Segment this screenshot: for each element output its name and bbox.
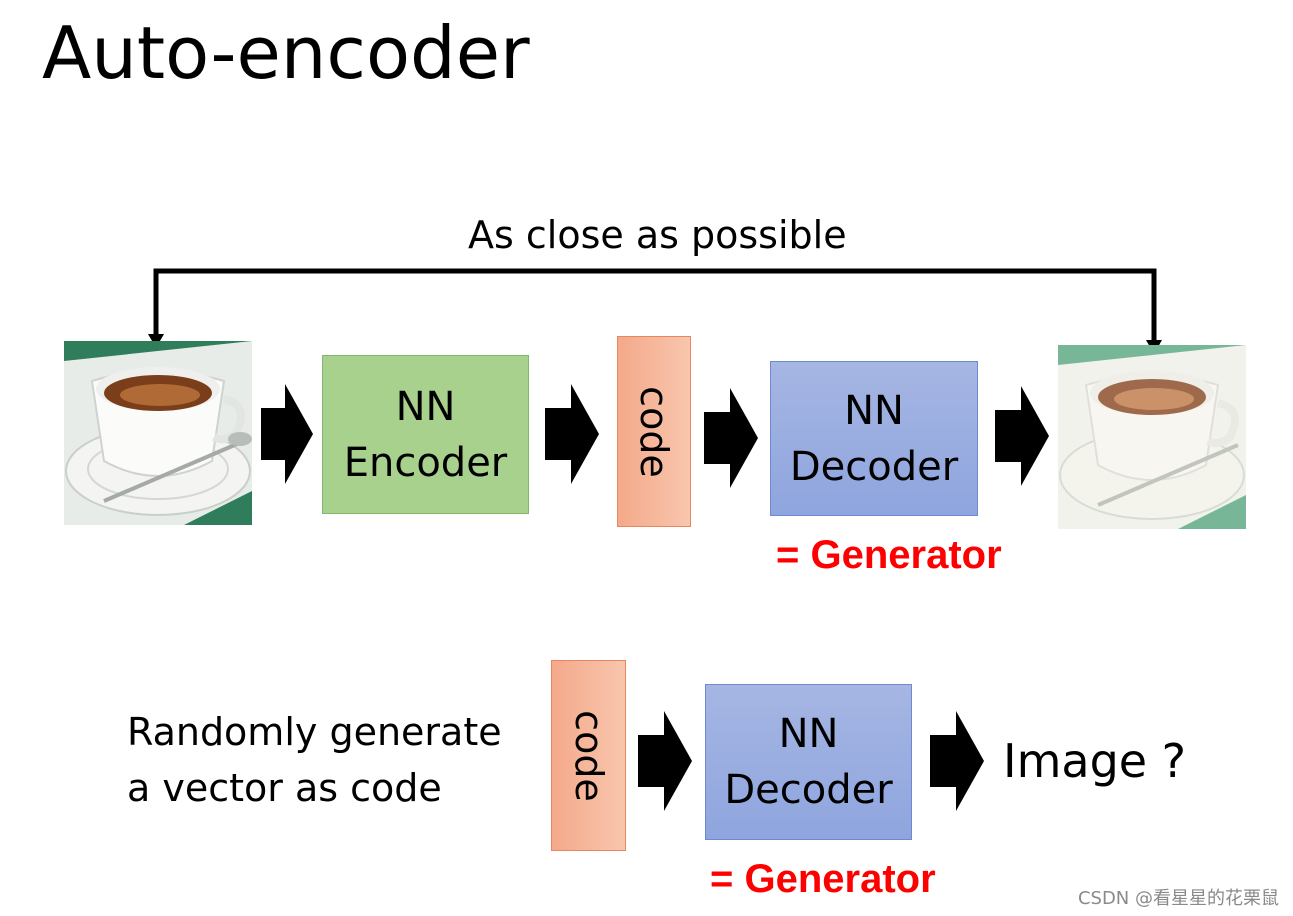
- feedback-bracket: [153, 268, 1157, 342]
- code-label-top: code: [632, 385, 676, 478]
- decoder-bottom-label-line1: NN: [778, 711, 839, 757]
- slide-title: Auto-encoder: [42, 11, 530, 95]
- encoder-label-line1: NN: [395, 383, 456, 430]
- generator-label-bottom: = Generator: [710, 857, 936, 901]
- random-vector-text: Randomly generate a vector as code: [127, 704, 502, 816]
- code-box-top: code: [617, 336, 691, 527]
- arrow-encoder-to-code: [545, 384, 599, 484]
- nn-decoder-box-top: NN Decoder: [770, 361, 978, 516]
- image-question-text: Image ?: [1003, 734, 1187, 788]
- watermark-text: CSDN @看星星的花栗鼠: [1077, 888, 1279, 909]
- nn-encoder-box: NN Encoder: [322, 355, 529, 514]
- decoder-top-label-line2: Decoder: [789, 443, 959, 490]
- arrow-input-to-encoder: [261, 384, 313, 484]
- arrow-decoder-to-output: [995, 386, 1049, 486]
- code-box-bottom: code: [551, 660, 626, 851]
- reconstruction-caption: As close as possible: [468, 213, 847, 257]
- arrow-decoder-to-image-bottom: [930, 711, 984, 811]
- reconstructed-coffee-image: [1058, 345, 1246, 529]
- input-coffee-image: [64, 341, 252, 525]
- arrow-code-to-decoder-bottom: [638, 711, 692, 811]
- decoder-top-label-line1: NN: [844, 387, 904, 434]
- decoder-bottom-label-line2: Decoder: [724, 767, 893, 813]
- encoder-label-line2: Encoder: [343, 439, 508, 486]
- generator-label-top: = Generator: [776, 533, 1002, 577]
- code-label-bottom: code: [566, 709, 611, 802]
- random-text-line1: Randomly generate: [127, 710, 502, 754]
- arrow-code-to-decoder: [704, 388, 758, 488]
- random-text-line2: a vector as code: [127, 766, 442, 810]
- nn-decoder-box-bottom: NN Decoder: [705, 684, 912, 840]
